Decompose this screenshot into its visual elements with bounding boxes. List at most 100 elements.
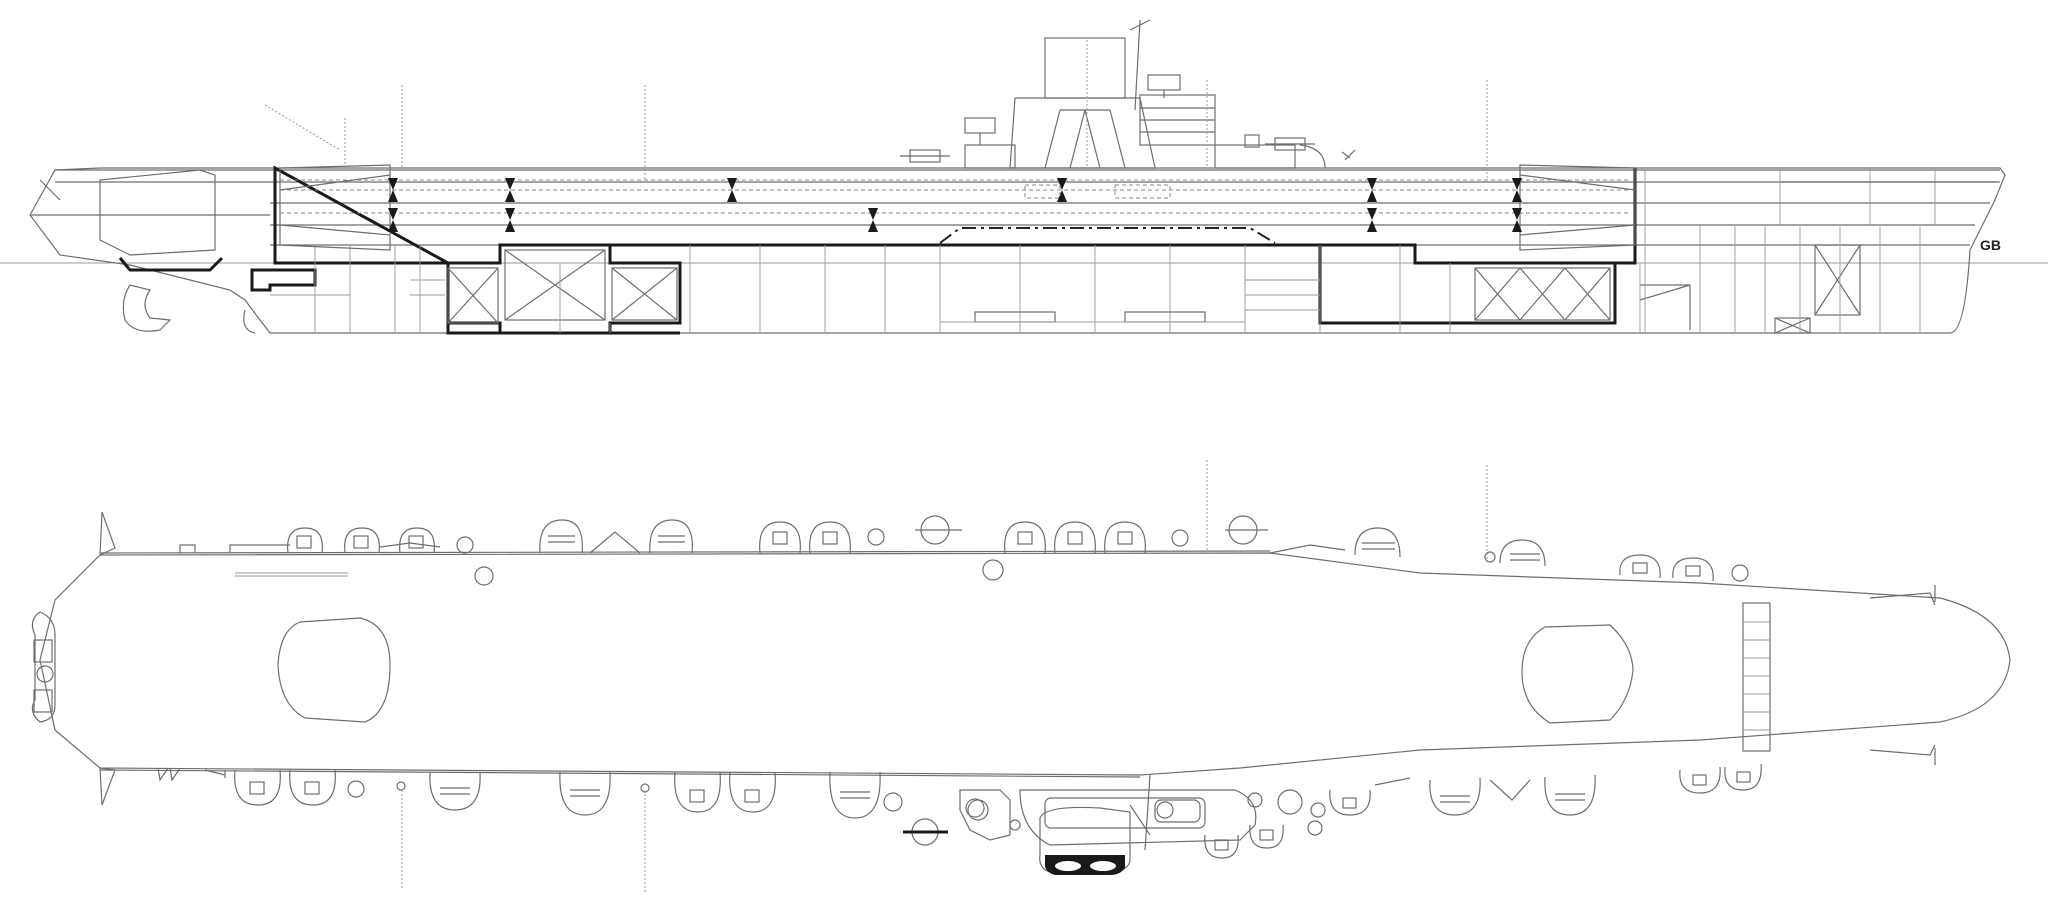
island-round: [1247, 792, 1263, 808]
compartment-box: [1774, 317, 1811, 334]
mount-gun: [304, 781, 320, 795]
island-deck: [1044, 797, 1206, 829]
island-round: [967, 799, 989, 821]
mount-tub: [1204, 834, 1239, 859]
mount-tub: [234, 769, 281, 806]
large-sponson: [1354, 527, 1401, 558]
flight-deck-outline: [39, 552, 2011, 776]
stern-ramps: [99, 511, 116, 806]
deck-round: [982, 559, 1004, 581]
aa-mount: [289, 769, 336, 806]
sponson-pointed: [589, 531, 641, 554]
aa-mount: [1249, 824, 1284, 849]
sponson-platforms: [1269, 544, 1346, 554]
compartment-cross: [504, 249, 606, 321]
island-round: [1009, 819, 1021, 831]
aa-director-aft: [964, 117, 996, 134]
island-sponson: [959, 789, 1011, 841]
bridge-levels: [1140, 107, 1215, 133]
aft-magazine-bold: [273, 165, 682, 335]
mount-gun: [1259, 829, 1274, 841]
large-sponson: [649, 519, 693, 554]
frame-line: [270, 279, 445, 296]
stbd-sponsons: [204, 744, 1936, 875]
stbd-gallery-line: [99, 769, 1141, 778]
mount-gun: [296, 535, 312, 549]
mount-gun: [1736, 771, 1751, 783]
funnel-vent: [1053, 859, 1083, 873]
mast-yard: [1129, 19, 1151, 31]
aa-mount: [674, 771, 721, 813]
rangefinder: [1147, 74, 1181, 91]
port-gallery-line: [99, 550, 1271, 554]
large-sponson: [559, 771, 611, 816]
island-fairing: [1299, 144, 1326, 169]
mount-gun: [408, 535, 424, 549]
mount-gun: [1692, 774, 1707, 786]
machinery-block: [974, 311, 1056, 323]
pillar: [388, 178, 398, 202]
aa-mount: [287, 527, 323, 554]
compartment-cross: [1774, 317, 1811, 334]
aa-mount: [1672, 557, 1714, 582]
aa-mount: [729, 771, 776, 813]
mount-gun: [1017, 531, 1033, 545]
stern-compartment-bold: [250, 268, 317, 292]
mount-tub: [1104, 521, 1146, 554]
deck-round: [965, 798, 985, 818]
island: [900, 19, 1326, 199]
propeller-shaft: [243, 309, 256, 334]
aa-mount: [1619, 554, 1661, 579]
island-base-aft: [964, 144, 1016, 169]
aa-mount: [1004, 521, 1046, 554]
large-sponson: [829, 771, 881, 819]
mount-tub: [759, 521, 801, 554]
director-round: [456, 536, 474, 554]
pillar: [1512, 208, 1522, 232]
pillar: [505, 208, 515, 232]
island-base-fwd: [1214, 144, 1296, 169]
compartment-box: [447, 267, 499, 324]
pillar: [505, 178, 515, 202]
deck-round: [1307, 820, 1323, 836]
gb-marking: GB: [1980, 237, 2001, 253]
compartment-cross: [611, 267, 678, 321]
mount-tub: [809, 521, 851, 554]
mount-tub: [289, 769, 336, 806]
director-round: [347, 780, 365, 798]
director-round: [1731, 564, 1749, 582]
fwd-elevator: [1521, 624, 1634, 724]
mount-tub: [287, 527, 323, 554]
fwd-x-compartments: [1474, 244, 1861, 334]
bow-crane: [1341, 149, 1356, 161]
mount-gun: [1632, 562, 1648, 574]
funnel-plan: [1039, 806, 1131, 873]
frame-line: [314, 168, 1921, 333]
compartment-box: [504, 249, 606, 321]
mount-gun: [249, 781, 265, 795]
stern-structure: [99, 169, 216, 256]
port-sponsons: [179, 515, 1936, 606]
director-round: [867, 528, 885, 546]
island-bridge-plan: [1154, 799, 1201, 823]
mount-tub: [1724, 763, 1762, 791]
mount-tub: [729, 771, 776, 813]
pillar: [1512, 178, 1522, 202]
large-sponson: [1429, 777, 1481, 816]
mount-gun: [772, 531, 788, 545]
pillar: [1367, 178, 1377, 202]
deck-round: [396, 781, 406, 791]
director-round: [883, 792, 903, 812]
compartment-box: [1474, 267, 1611, 321]
large-sponson: [1544, 774, 1596, 816]
mount-tub: [1329, 789, 1371, 816]
frame-lines: [270, 168, 1936, 333]
profile-view: GB: [0, 19, 2048, 335]
aa-mount: [1679, 766, 1721, 794]
funnel-cap: [1044, 37, 1126, 99]
funnel: [1009, 97, 1156, 169]
aa-mount: [1204, 834, 1239, 859]
compartment-cross: [447, 267, 499, 324]
